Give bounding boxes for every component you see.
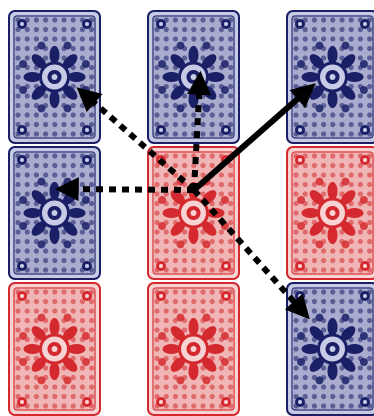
card-back-pattern: [147, 10, 240, 144]
card-red-r2-c0[interactable]: [8, 282, 101, 416]
card-back-pattern: [8, 146, 101, 280]
card-blue-r0-c1[interactable]: [147, 10, 240, 144]
card-back-pattern: [286, 146, 374, 280]
card-back-pattern: [147, 146, 240, 280]
card-blue-r0-c2[interactable]: [286, 10, 374, 144]
card-back-pattern: [286, 282, 374, 416]
card-back-pattern: [8, 10, 101, 144]
card-blue-r1-c0[interactable]: [8, 146, 101, 280]
card-back-pattern: [286, 10, 374, 144]
card-back-pattern: [147, 282, 240, 416]
card-back-pattern: [8, 282, 101, 416]
card-blue-r0-c0[interactable]: [8, 10, 101, 144]
card-red-r2-c1[interactable]: [147, 282, 240, 416]
card-red-r1-c2[interactable]: [286, 146, 374, 280]
card-red-r1-c1[interactable]: [147, 146, 240, 280]
card-blue-r2-c2[interactable]: [286, 282, 374, 416]
